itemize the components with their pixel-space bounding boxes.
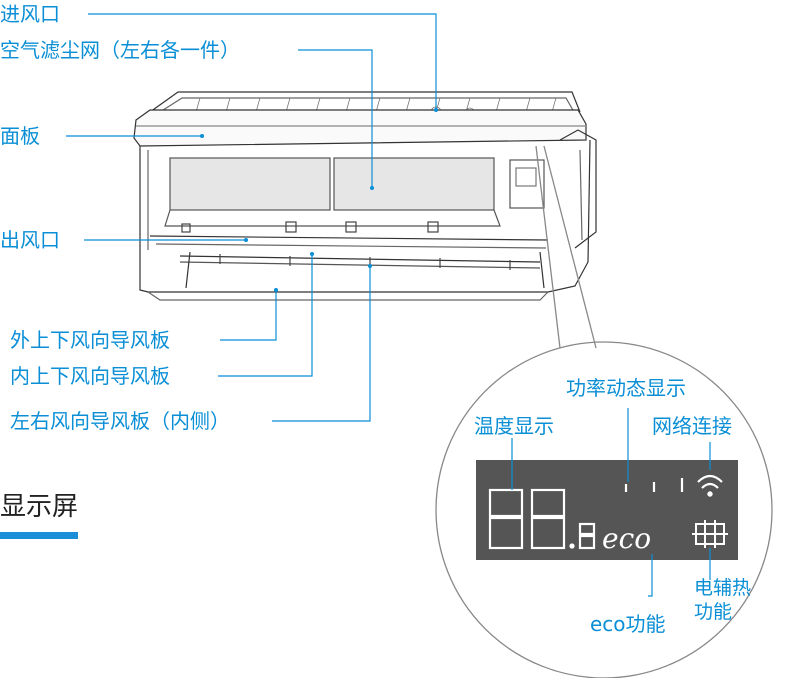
callout-power-dynamic: 功率动态显示 — [566, 376, 686, 400]
label-outer-louver: 外上下风向导风板 — [10, 328, 170, 352]
label-lr-louver: 左右风向导风板（内侧） — [10, 409, 230, 433]
leader-air-filter — [298, 49, 373, 188]
wifi-icon — [697, 474, 723, 497]
label-air-inlet: 进风口 — [0, 2, 60, 26]
label-air-filter: 空气滤尘网（左右各一件） — [0, 38, 240, 62]
callout-electric-heat-line1: 电辅热 — [694, 577, 752, 599]
leader-lr-louver — [272, 266, 371, 422]
callout-eco: eco功能 — [590, 612, 666, 636]
zoom-callout — [435, 145, 773, 678]
callout-electric-heat-line2: 功能 — [694, 601, 733, 623]
temperature-digits — [488, 488, 596, 550]
callout-temperature: 温度显示 — [474, 414, 554, 438]
label-panel: 面板 — [0, 124, 40, 148]
lcd-leaders — [511, 408, 711, 597]
lcd-eco-text: eco — [602, 522, 651, 555]
label-air-outlet: 出风口 — [0, 228, 60, 252]
ac-unit — [133, 91, 597, 301]
heading-accent-bar — [0, 532, 78, 539]
leader-air-inlet — [88, 13, 437, 110]
label-inner-louver: 内上下风向导风板 — [10, 364, 170, 388]
power-bars — [624, 478, 684, 492]
leader-inner-louver — [218, 254, 313, 377]
leader-dots — [200, 108, 438, 292]
lcd-display — [476, 460, 738, 560]
callout-network: 网络连接 — [652, 414, 732, 438]
display-heading: 显示屏 — [0, 492, 79, 522]
leader-lines — [66, 13, 437, 422]
leader-outer-louver — [220, 290, 277, 341]
heat-icon — [692, 520, 728, 548]
